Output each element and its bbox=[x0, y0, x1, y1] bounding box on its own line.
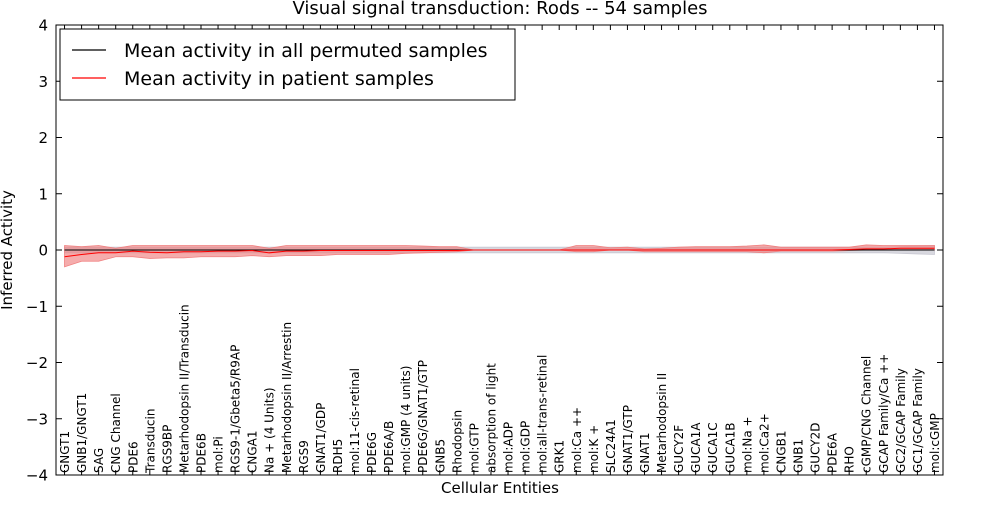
legend-box bbox=[59, 28, 516, 101]
x-tick-label: GUCA1C bbox=[706, 422, 720, 473]
x-tick-label: mol:Ca2+ bbox=[757, 413, 771, 473]
y-tick-label: 0 bbox=[38, 242, 48, 260]
x-tick-label: mol:11-cis-retinal bbox=[348, 368, 362, 473]
x-tick-label: PDE6 bbox=[126, 441, 140, 473]
series-line-1 bbox=[64, 247, 935, 258]
x-tick-label: mol:Na + bbox=[740, 416, 754, 473]
y-axis-label: Inferred Activity bbox=[0, 190, 16, 310]
x-tick-label: PDE6G/GNAT1/GTP bbox=[416, 360, 430, 473]
x-tick-label: Rhodopsin bbox=[450, 410, 464, 473]
x-tick-label: cGMP/CNG Channel bbox=[860, 356, 874, 473]
x-tick-label: GUCY2D bbox=[809, 423, 823, 473]
y-tick-label: −4 bbox=[26, 467, 48, 485]
x-tick-label: mol:GMP (4 units) bbox=[399, 366, 413, 473]
legend-label-patient: Mean activity in patient samples bbox=[124, 68, 434, 90]
y-tick-label: −3 bbox=[26, 410, 48, 428]
x-tick-label: RGS9 bbox=[297, 440, 311, 473]
x-tick-label: GC2/GCAP Family bbox=[894, 368, 908, 473]
x-tick-label: RGS9-1/Gbeta5/R9AP bbox=[229, 345, 243, 473]
x-tick-label: GNAT1/GDP bbox=[314, 403, 328, 473]
x-tick-label: PDE6G bbox=[365, 432, 379, 473]
x-tick-label: PDE6B bbox=[194, 433, 208, 473]
y-tick-label: 3 bbox=[38, 73, 48, 91]
x-tick-label: mol:K + bbox=[587, 425, 601, 473]
x-tick-label: mol:cGMP bbox=[928, 413, 942, 473]
y-tick-label: 2 bbox=[38, 129, 48, 147]
x-tick-label: PDE6A bbox=[826, 432, 840, 473]
x-tick-label: GCAP Family/Ca ++ bbox=[877, 354, 891, 473]
x-tick-label: mol:GTP bbox=[467, 423, 481, 473]
x-tick-label: RDH5 bbox=[331, 439, 345, 473]
x-tick-label: Transducin bbox=[143, 409, 157, 474]
x-tick-label: RHO bbox=[843, 446, 857, 473]
x-tick-label: RGS9BP bbox=[160, 425, 174, 473]
x-tick-label: CNGA1 bbox=[246, 431, 260, 474]
x-tick-label: CNG Channel bbox=[109, 393, 123, 473]
x-tick-label: Metarhodopsin II/Transducin bbox=[177, 304, 191, 473]
x-tick-label: GNB5 bbox=[433, 439, 447, 473]
x-tick-label: mol:Ca ++ bbox=[570, 407, 584, 473]
x-tick-label: GNB1 bbox=[792, 439, 806, 473]
x-tick-label: GNGT1 bbox=[58, 431, 72, 473]
x-tick-label: SLC24A1 bbox=[604, 419, 618, 473]
x-tick-label: SAG bbox=[92, 448, 106, 473]
x-tick-label: GUCA1B bbox=[723, 422, 737, 473]
x-tick-label: GNAT1 bbox=[638, 432, 652, 473]
y-tick-label: −1 bbox=[26, 298, 48, 316]
x-tick-label: Metarhodopsin II bbox=[655, 373, 669, 473]
chart-title: Visual signal transduction: Rods -- 54 s… bbox=[292, 0, 707, 19]
x-tick-label: GRK1 bbox=[553, 440, 567, 473]
x-tick-label: mol:GDP bbox=[519, 421, 533, 473]
x-tick-label: Na + (4 Units) bbox=[263, 387, 277, 473]
x-tick-label: mol:all-trans-retinal bbox=[536, 355, 550, 473]
x-tick-label: PDE6A/B bbox=[382, 421, 396, 473]
x-axis-label: Cellular Entities bbox=[441, 479, 559, 497]
x-tick-label: GNB1/GNGT1 bbox=[75, 393, 89, 473]
legend: Mean activity in all permuted samples Me… bbox=[59, 28, 516, 101]
x-tick-label: absorption of light bbox=[484, 363, 498, 473]
x-tick-label: GUCY2F bbox=[672, 425, 686, 473]
y-tick-label: 4 bbox=[38, 17, 48, 35]
x-tick-label: GNAT1/GTP bbox=[621, 405, 635, 473]
y-tick-label: −2 bbox=[26, 354, 48, 372]
x-tick-label: mol:ADP bbox=[502, 422, 516, 473]
legend-label-permuted: Mean activity in all permuted samples bbox=[124, 40, 487, 62]
x-tick-label: GUCA1A bbox=[689, 422, 703, 473]
x-tick-label: CNGB1 bbox=[774, 430, 788, 473]
x-tick-label: Metarhodopsin II/Arrestin bbox=[280, 322, 294, 473]
x-tick-label: mol:Pi bbox=[212, 436, 226, 473]
x-tick-label: GC1/GCAP Family bbox=[911, 368, 925, 473]
y-tick-label: 1 bbox=[38, 185, 48, 203]
